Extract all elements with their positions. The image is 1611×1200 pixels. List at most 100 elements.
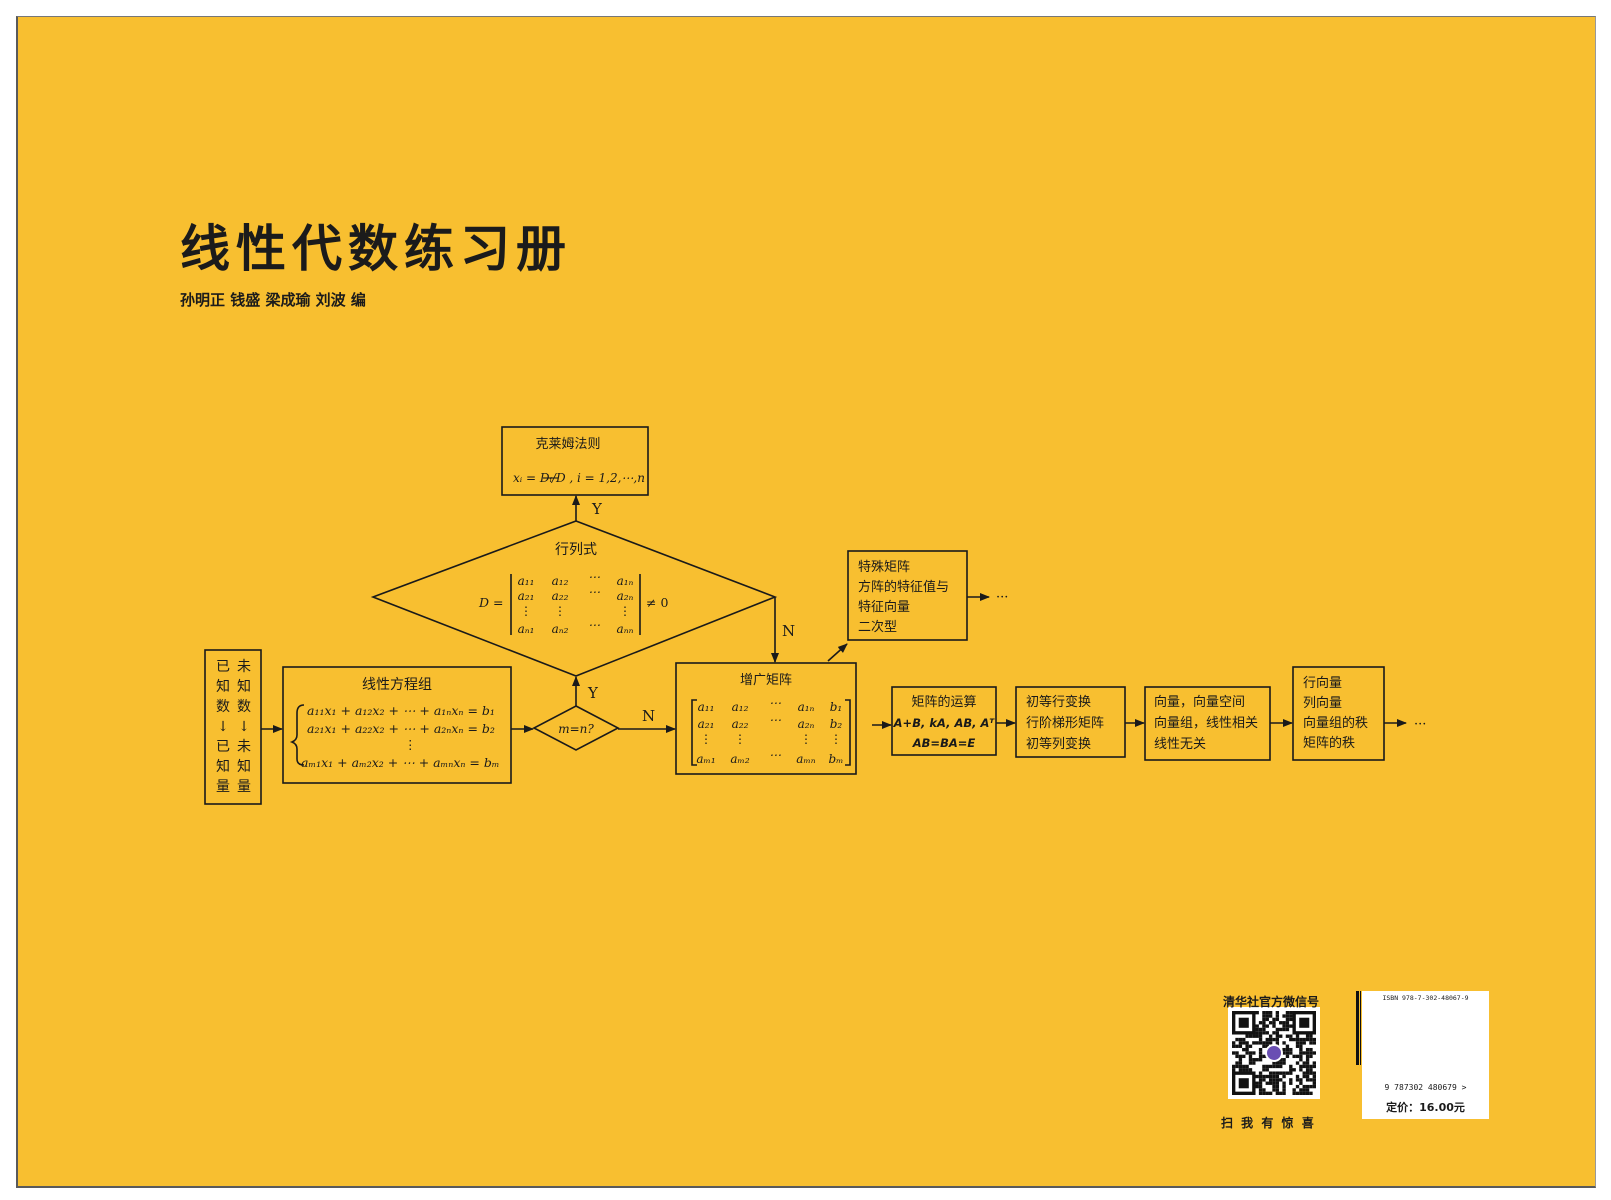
qr-module [1299,1064,1303,1069]
qr-module [1272,1084,1276,1089]
aug-cell: b₁ [830,700,843,714]
qr-module [1265,1091,1269,1095]
aug-cell: ⋮ [830,732,842,746]
linear-system-box [282,666,512,784]
qr-module [1295,1078,1300,1082]
isbn-text: ISBN 978-7-302-48067-9 [1382,994,1469,1002]
qr-module [1305,1051,1310,1055]
qr-module [1258,1051,1263,1055]
qr-module [1302,1061,1306,1065]
qr-module [1285,1027,1290,1032]
det-cell: a₂₂ [552,589,569,603]
qr-module [1312,1041,1316,1045]
qr-module [1232,1051,1236,1055]
matrix-ops-line-1: A+B, kA, AB, Aᵀ [893,716,996,730]
qr-module [1275,1071,1280,1075]
qr-module [1265,1074,1269,1079]
qr-module [1258,1088,1263,1092]
qr-module [1305,1047,1310,1052]
qr-module [1282,1081,1286,1085]
price-label: 定价：16.00元 [1386,1101,1465,1114]
qr-module [1295,1041,1300,1045]
qr-module [1309,1084,1313,1089]
qr-module [1282,1051,1286,1055]
qr-module [1242,1068,1246,1072]
qr-module [1255,1011,1259,1015]
qr-code[interactable] [1228,1007,1320,1099]
qr-module [1255,1081,1259,1085]
qr-module [1258,1091,1263,1095]
qr-module [1232,1064,1236,1069]
qr-module [1262,1044,1266,1048]
qr-module [1312,1081,1316,1085]
qr-module [1255,1058,1259,1062]
qr-module [1262,1027,1266,1032]
qr-module [1235,1064,1239,1069]
qr-module [1299,1091,1303,1095]
qr-module [1265,1081,1269,1085]
vectors-line-1: 向量，向量空间 [1154,694,1245,710]
arrow-aug-to-special [827,643,848,662]
known-unknown-box [204,649,262,805]
qr-module [1305,1084,1310,1089]
qr-module [1302,1064,1306,1069]
rank-line-4: 矩阵的秩 [1303,735,1355,751]
qr-module [1279,1027,1283,1032]
qr-module [1258,1058,1263,1062]
determinant-no-label: N [782,622,795,640]
qr-module [1279,1021,1283,1025]
matrix-ops-title: 矩阵的运算 [911,694,976,710]
qr-module [1245,1044,1249,1048]
qr-module [1289,1081,1293,1085]
decision-no-label: N [642,707,655,725]
special-topics-box [847,550,968,641]
qr-module [1285,1071,1290,1075]
known-col-2: 数 [216,699,230,715]
qr-module [1238,1037,1243,1042]
qr-module [1258,1054,1263,1059]
special-ellipsis: ··· [996,590,1008,605]
qr-module [1275,1088,1280,1092]
qr-module [1275,1027,1280,1032]
qr-module [1235,1051,1239,1055]
determinant-rhs: ≠ 0 [646,595,668,610]
qr-module [1299,1047,1303,1052]
qr-module [1302,1088,1306,1092]
qr-finder [1299,1017,1310,1028]
qr-module [1292,1037,1296,1042]
qr-module [1312,1078,1316,1082]
qr-module [1242,1041,1246,1045]
rank-line-1: 行向量 [1303,675,1342,691]
qr-module [1272,1037,1276,1042]
qr-module [1262,1021,1266,1025]
qr-module [1305,1061,1310,1065]
det-cell: ⋮ [520,604,532,618]
qr-module [1305,1071,1310,1075]
qr-module [1262,1041,1266,1045]
cramer-title: 克莱姆法则 [535,437,600,452]
qr-module [1242,1037,1246,1042]
qr-module [1262,1011,1266,1015]
qr-module [1262,1024,1266,1028]
aug-cell: a₂₂ [732,717,749,731]
qr-module [1305,1054,1310,1059]
qr-module [1268,1014,1273,1018]
qr-module [1285,1054,1290,1059]
qr-module [1248,1061,1253,1065]
special-line-2: 方阵的特征值与 [858,579,949,595]
qr-module [1279,1061,1283,1065]
aug-cell: a₂₁ [698,717,715,731]
determinant-yes-label: Y [591,500,603,518]
qr-module [1282,1021,1286,1025]
qr-module [1302,1071,1306,1075]
qr-module [1268,1081,1273,1085]
elementary-line-3: 初等列变换 [1026,736,1091,752]
decision-m-equals-n [532,705,620,751]
qr-module [1302,1091,1306,1095]
aug-cell: aₘ₂ [730,752,750,766]
qr-module [1282,1024,1286,1028]
qr-module [1262,1014,1266,1018]
book-title: 线性代数练习册 [180,220,572,278]
qr-module [1268,1091,1273,1095]
qr-module [1238,1058,1243,1062]
